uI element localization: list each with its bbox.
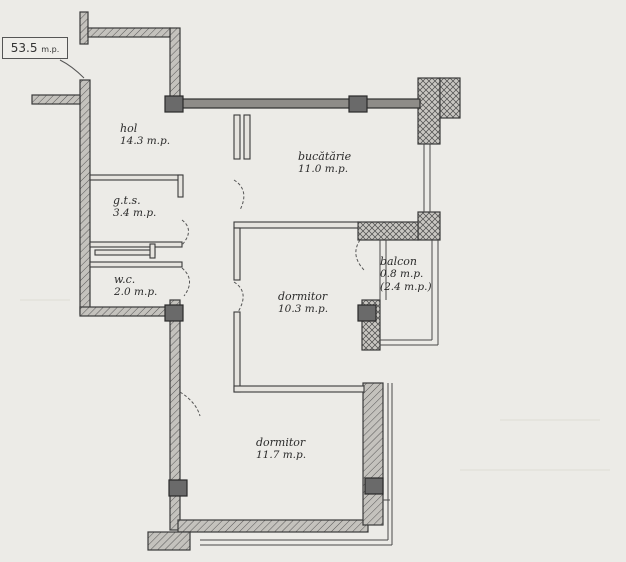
wall-left bbox=[79, 79, 91, 315]
room-area: 11.0 m.p. bbox=[298, 163, 349, 175]
room-area: 11.7 m.p. bbox=[256, 449, 307, 461]
room-hol: hol 14.3 m.p. bbox=[120, 122, 170, 148]
wall-left-stub bbox=[31, 94, 81, 105]
partition-kitchen-left bbox=[233, 114, 241, 160]
wall-left-bottom bbox=[79, 306, 169, 317]
room-area: 10.3 m.p. bbox=[278, 303, 329, 315]
room-area: 3.4 m.p. bbox=[113, 207, 157, 219]
wall-top-right-stub bbox=[169, 27, 181, 101]
column-6 bbox=[364, 477, 384, 495]
column-5 bbox=[168, 479, 188, 497]
room-name: w.c. bbox=[114, 273, 136, 286]
wall-bottom-left-stub bbox=[147, 531, 191, 551]
columns bbox=[164, 95, 384, 497]
room-name: bucătărie bbox=[298, 150, 352, 163]
wall-bottom bbox=[177, 519, 369, 533]
partition-wc-inner-2 bbox=[149, 243, 156, 259]
paper-texture bbox=[20, 299, 610, 471]
room-name: dormitor bbox=[256, 436, 306, 449]
room-name: dormitor bbox=[278, 290, 328, 303]
room-name: balcon bbox=[380, 255, 417, 268]
partition-wc-inner bbox=[94, 249, 156, 256]
door-swings bbox=[179, 179, 365, 417]
partition-kitchen-left-2 bbox=[243, 114, 251, 160]
room-dormitor-1: dormitor 10.3 m.p. bbox=[278, 290, 328, 316]
interior-partitions bbox=[89, 114, 365, 393]
wall-kitchen-bottom-right bbox=[417, 211, 441, 241]
wall-kitchen-right-top bbox=[439, 77, 461, 119]
room-area: 14.3 m.p. bbox=[120, 135, 171, 147]
partition-dorm1-bottom bbox=[233, 385, 365, 393]
partition-dorm1-left bbox=[233, 227, 241, 281]
total-area-box: 53.5 m.p. bbox=[2, 37, 68, 59]
partition-gts-top bbox=[89, 174, 183, 181]
column-2 bbox=[348, 95, 368, 113]
wall-kitchen-bottom bbox=[357, 221, 419, 241]
wall-lower-left bbox=[169, 299, 181, 531]
wall-top bbox=[169, 98, 421, 109]
room-bucatarie: bucătărie 11.0 m.p. bbox=[298, 150, 351, 176]
room-area: 2.0 m.p. bbox=[114, 286, 158, 298]
partition-kitchen-bottom bbox=[233, 221, 359, 229]
partition-dorm1-left-low bbox=[233, 311, 241, 393]
room-area: 0.8 m.p. bbox=[380, 268, 424, 280]
room-wc: w.c. 2.0 m.p. bbox=[114, 273, 157, 299]
balcony-outline bbox=[200, 144, 439, 546]
total-area-value: 53.5 bbox=[10, 41, 38, 55]
room-name: hol bbox=[120, 122, 138, 135]
wall-kitchen-right bbox=[417, 77, 441, 145]
wall-right-lower bbox=[362, 382, 384, 526]
room-balcon: balcon 0.8 m.p. (2.4 m.p.) bbox=[380, 255, 432, 294]
wall-top-connector bbox=[87, 27, 171, 38]
room-area-alt: (2.4 m.p.) bbox=[380, 281, 432, 293]
partition-gts-bottom bbox=[89, 241, 183, 248]
wall-top-stub bbox=[79, 11, 89, 45]
room-dormitor-2: dormitor 11.7 m.p. bbox=[256, 436, 306, 462]
column-4 bbox=[357, 304, 377, 322]
total-leader bbox=[59, 59, 85, 79]
total-area-unit: m.p. bbox=[41, 45, 60, 54]
column-1 bbox=[164, 95, 184, 113]
room-gts: g.t.s. 3.4 m.p. bbox=[113, 194, 156, 220]
partition-wc-top bbox=[89, 261, 183, 268]
room-name: g.t.s. bbox=[113, 194, 141, 207]
column-3 bbox=[164, 304, 184, 322]
partition-gts-right bbox=[177, 174, 184, 198]
